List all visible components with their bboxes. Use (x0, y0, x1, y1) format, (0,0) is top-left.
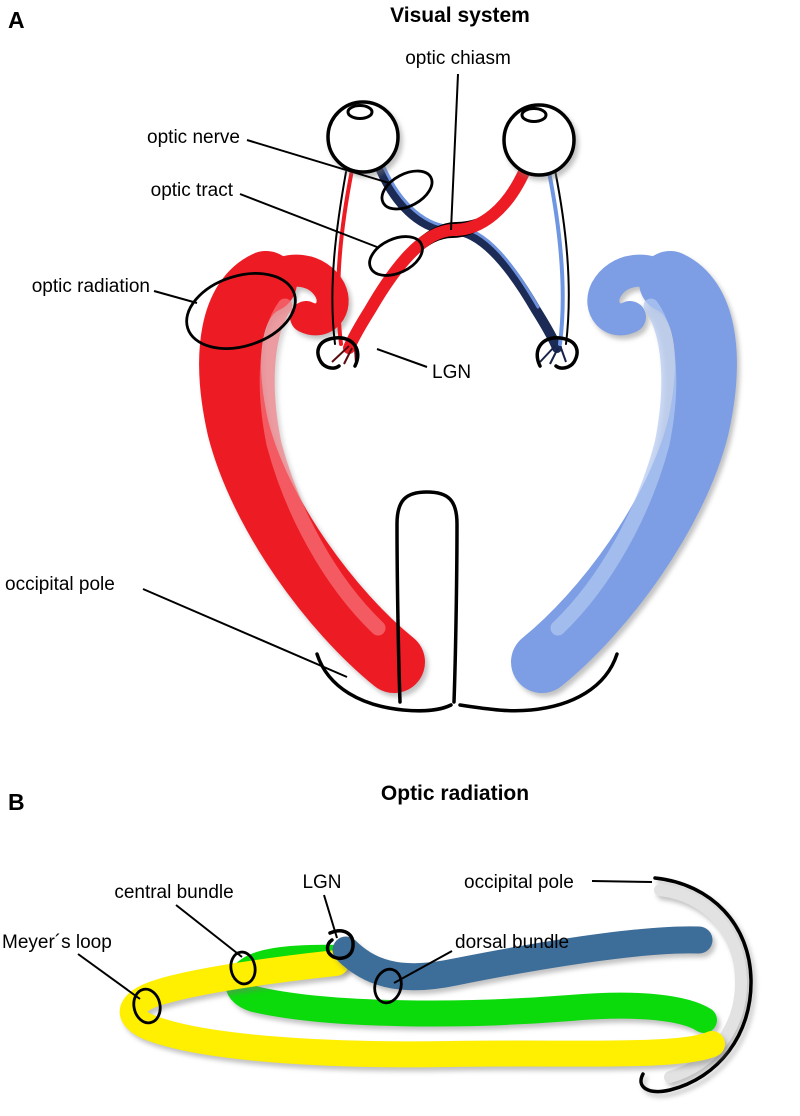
right-lgn-outline (535, 336, 579, 370)
uncrossed-left-flank (331, 171, 347, 345)
meyers-loop-annotation-ellipse (132, 987, 162, 1025)
meyers-loop-shape (119, 950, 725, 1068)
meyers-loop-pointer-line (77, 953, 141, 1000)
optic-radiation-label: optic radiation (32, 276, 150, 297)
panel-a: A Visual system optic chiasm optic nerve… (5, 4, 737, 713)
uncrossed-left-fiber (336, 168, 354, 346)
dorsal-bundle-annotation-ellipse (373, 967, 403, 1005)
meyers-loop-band (119, 950, 725, 1068)
left-radiation-band (199, 251, 425, 693)
panel-b: B Optic radiation central bundle LGN occ… (2, 782, 753, 1094)
optic-tract-label: optic tract (151, 180, 234, 201)
panel-a-title: Visual system (390, 4, 530, 27)
panel-b-letter: B (8, 789, 25, 815)
left-radiation-hook (250, 254, 349, 336)
optic-chiasm-label: optic chiasm (405, 48, 511, 69)
left-optic-radiation-shape (199, 251, 425, 693)
eyes (326, 100, 576, 177)
right-eye (502, 103, 576, 177)
interhemispheric-fissure-outline (395, 490, 459, 704)
uncrossed-right-flank (554, 169, 570, 345)
optic-tract-annotation-ellipse (368, 235, 424, 277)
lgn-pointer-line-b (323, 894, 338, 939)
dorsal-bundle-pointer-line (393, 950, 453, 984)
panel-b-title: Optic radiation (381, 782, 529, 805)
optic-radiation-pointer-line (153, 290, 198, 304)
occipital-pole-pointer-line (142, 588, 348, 678)
right-radiation-highlight (550, 298, 677, 636)
optic-nerve-annotation-ellipse (380, 169, 434, 211)
optic-nerve-pointer-line (246, 139, 390, 184)
right-eye-crossed-fiber (343, 164, 531, 354)
left-radiation-highlight (259, 298, 386, 636)
right-lgn-fiber-fan (539, 345, 567, 365)
uncrossed-right-fiber (547, 170, 565, 346)
occipital-pole-pointer-line-b (591, 880, 653, 883)
left-lgn-outline (316, 336, 360, 370)
dorsal-bundle-band (332, 926, 713, 991)
right-radiation-hook (587, 254, 686, 336)
optic-tract-pointer-line (239, 193, 378, 248)
optic-nerve-label: optic nerve (147, 127, 240, 148)
lgn-pointer-line (376, 348, 428, 368)
optic-chiasm-pointer-line (450, 73, 459, 231)
left-eye (326, 100, 400, 174)
occipital-pole-label-b: occipital pole (464, 872, 574, 893)
lgn-label-b: LGN (302, 872, 341, 893)
right-occipital-outline (458, 652, 619, 713)
optic-radiation-annotation-ellipse (185, 272, 297, 350)
occipital-pole-outline (639, 876, 753, 1094)
dorsal-bundle-shape (332, 926, 713, 991)
crossed-fiber-flank-lower (351, 175, 522, 352)
right-optic-radiation-shape (511, 251, 737, 693)
meyers-loop-label: Meyer´s loop (2, 932, 112, 953)
left-occipital-outline (315, 652, 453, 713)
left-eye-lens (346, 104, 374, 120)
central-bundle-annotation-ellipse (229, 950, 257, 986)
lgn-outline-b (325, 929, 355, 960)
right-eye-lens (520, 107, 548, 123)
central-bundle-pointer-line (175, 904, 243, 958)
lgn-label: LGN (432, 362, 471, 383)
right-radiation-band (511, 251, 737, 693)
occipital-pole-label: occipital pole (5, 574, 115, 595)
dorsal-bundle-label: dorsal bundle (455, 932, 569, 953)
left-eye-crossed-fiber (376, 165, 562, 353)
panel-a-letter: A (8, 7, 25, 33)
central-bundle-label: central bundle (114, 882, 233, 903)
